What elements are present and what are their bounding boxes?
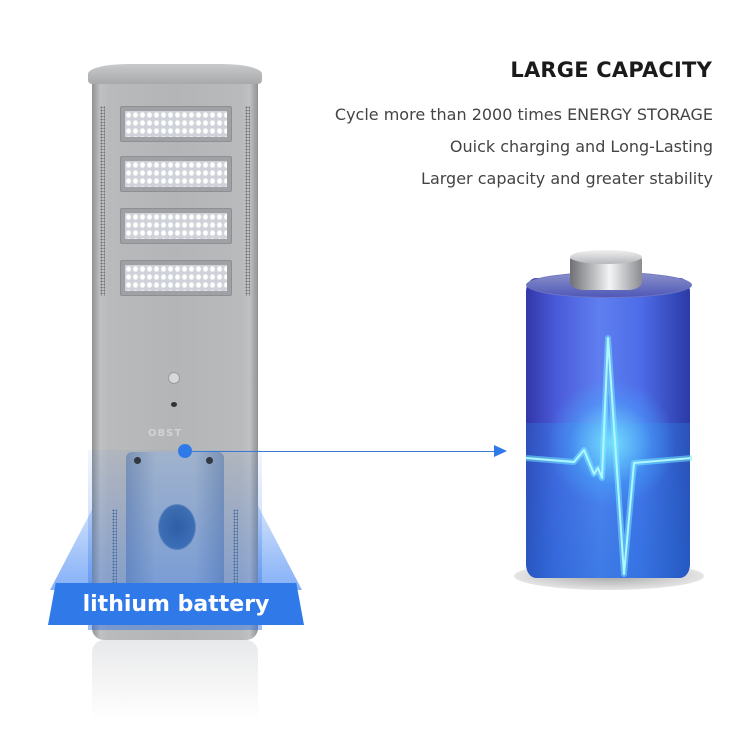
vent-grille-lower-left [112,509,117,589]
vent-grille-lower-right [233,509,238,589]
pole-mount-hole [158,504,196,550]
bolt-icon [206,457,213,464]
battery-body [526,278,690,578]
lamp-reflection [92,640,258,720]
led-module-1 [120,106,232,142]
battery-heartbeat-icon [514,250,704,592]
callout-line [188,451,496,452]
led-module-2 [120,156,232,192]
screw-icon [171,402,177,407]
feature-line-2: Ouick charging and Long-Lasting [449,137,713,156]
component-label-banner: lithium battery [48,583,304,625]
led-module-4 [120,260,232,296]
page-title: LARGE CAPACITY [510,58,712,82]
arrow-right-icon [494,445,507,457]
light-sensor-icon [168,372,180,384]
heartbeat-pulse-icon [525,335,693,577]
solar-street-light-image: OBST [88,64,262,644]
led-module-3 [120,208,232,244]
component-label: lithium battery [82,591,270,617]
feature-line-3: Larger capacity and greater stability [421,169,713,188]
bolt-icon [134,457,141,464]
vent-grille-right [245,106,250,296]
lamp-top-cap [88,64,262,84]
vent-grille-left [100,106,105,296]
feature-line-1: Cycle more than 2000 times ENERGY STORAG… [334,105,713,124]
battery-terminal-top [570,250,642,264]
callout-dot-icon [178,444,192,458]
brand-logo: OBST [148,428,183,439]
